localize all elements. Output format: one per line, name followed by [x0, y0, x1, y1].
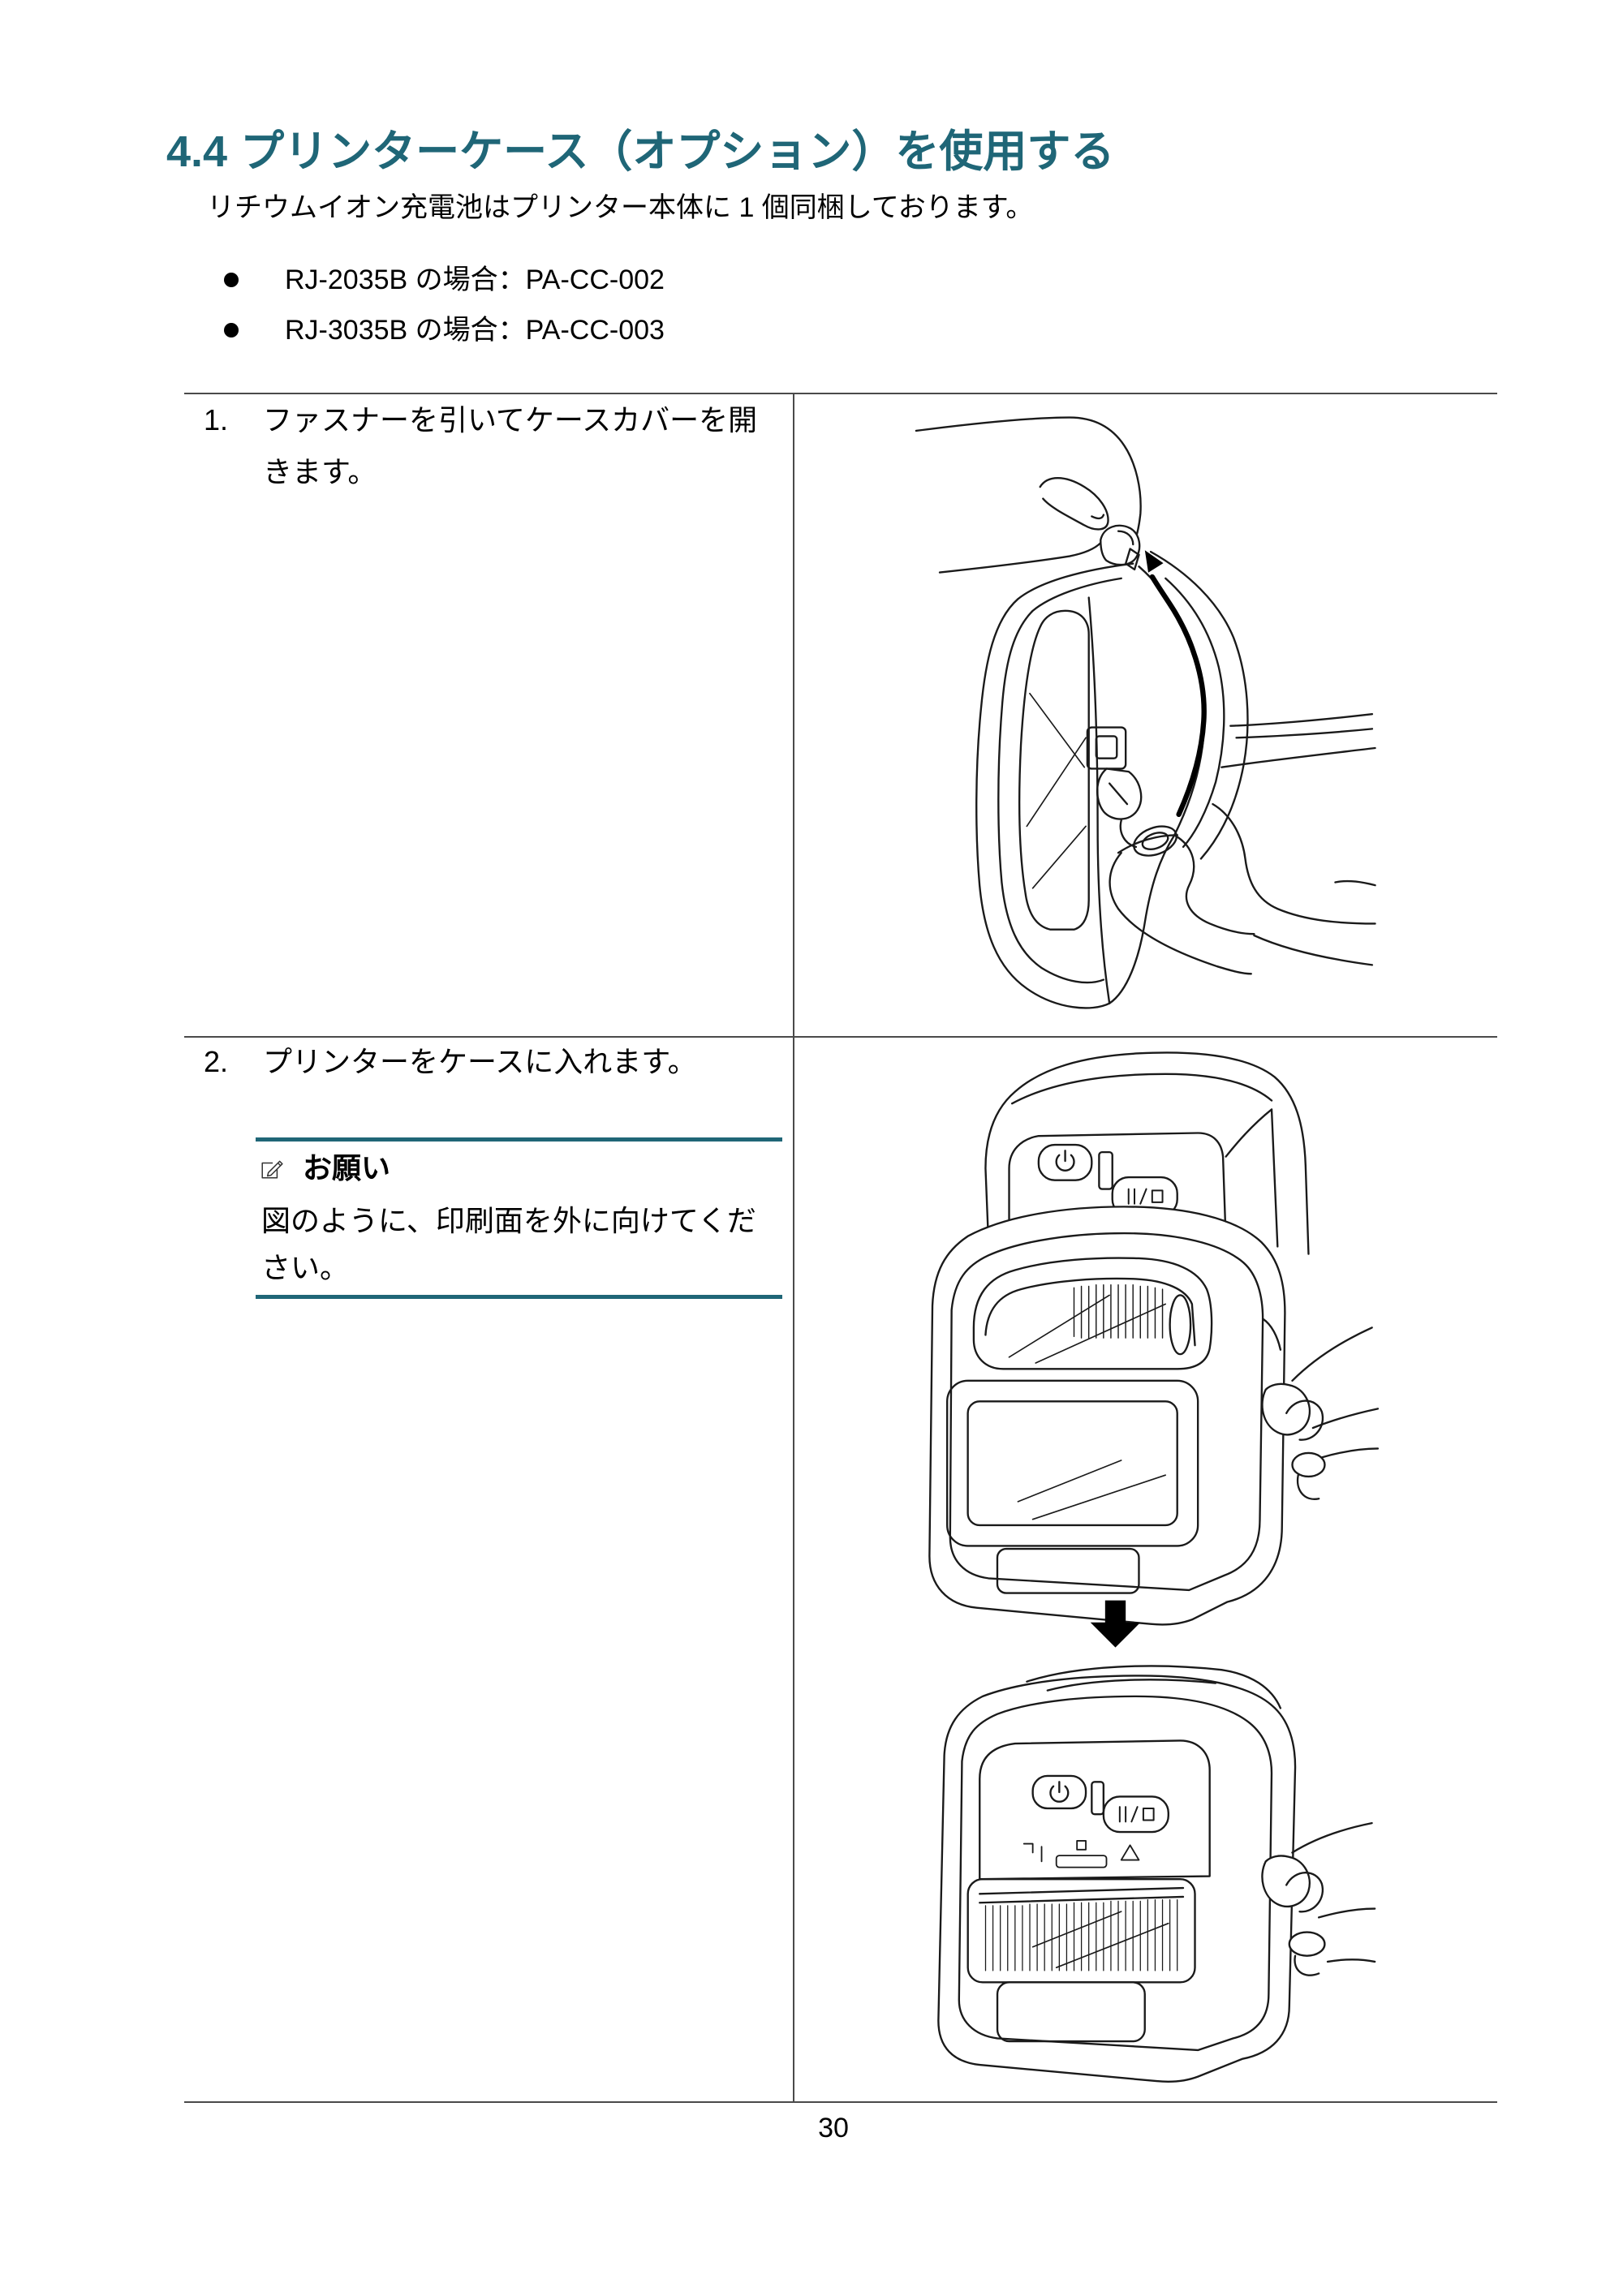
feed-button	[1102, 1795, 1169, 1834]
step-2-number: 2.	[204, 1045, 229, 1078]
strap-clip	[1086, 726, 1177, 857]
printer-body	[984, 1051, 1310, 1255]
down-arrow-icon	[1090, 1600, 1141, 1648]
shoulder-strap	[1109, 834, 1255, 975]
step-1-number: 1.	[204, 403, 229, 436]
bullet-dot	[224, 273, 239, 287]
lower-hand	[1212, 712, 1376, 966]
power-button	[1031, 1774, 1087, 1810]
strap-clip	[1261, 1326, 1380, 1500]
page-number: 30	[818, 2113, 849, 2143]
section-title: プリンターケース（オプション）を使用する	[240, 127, 1115, 176]
pencil-note-icon	[261, 1160, 283, 1179]
printer-case	[937, 1665, 1297, 2083]
zipper-pull	[1124, 548, 1140, 571]
note-bottom-rule	[256, 1295, 782, 1299]
step-1-line: ファスナーを引いてケースカバーを開	[263, 403, 758, 436]
note-line: 図のように、印刷面を外に向けてくだ	[261, 1204, 756, 1237]
power-button	[1037, 1143, 1093, 1181]
upper-hand	[915, 416, 1142, 574]
step-2-instruction: プリンターをケースに入れます。	[263, 1036, 697, 1088]
table-top-rule	[184, 393, 1497, 394]
step-1-instruction: ファスナーを引いてケースカバーを開 きます。	[263, 394, 757, 498]
note-heading: お願い	[303, 1151, 391, 1185]
step-2-line: プリンターをケースに入れます。	[263, 1045, 697, 1078]
printer-in-case-illustration	[937, 1665, 1376, 2083]
bullet-item-rj-3035b: RJ-3035B の場合：PA-CC-003	[285, 315, 665, 346]
open-case-zipper-illustration	[915, 416, 1376, 1009]
zipper-direction-arrow	[1144, 550, 1207, 818]
printer-insert-illustration	[928, 1051, 1380, 1626]
step-1-line: きます。	[263, 455, 377, 488]
printer-case	[928, 1206, 1286, 1626]
intro-text: リチウムイオン充電池はプリンター本体に 1 個同梱しております。	[207, 192, 1034, 223]
printer-case-body	[975, 550, 1249, 1009]
table-column-divider	[793, 393, 794, 2103]
note-line: さい。	[261, 1251, 350, 1284]
paper-exit	[966, 1877, 1196, 2043]
bullet-dot	[224, 323, 239, 338]
table-row-divider	[184, 1036, 1497, 1038]
printer-control-panel	[1022, 1774, 1169, 1868]
strap-clip	[1261, 1821, 1376, 1976]
bullet-item-rj-2035b: RJ-2035B の場合：PA-CC-002	[285, 264, 665, 295]
section-number: 4.4	[166, 127, 228, 176]
table-bottom-rule	[184, 2101, 1497, 2103]
note-body: 図のように、印刷面を外に向けてくだ さい。	[261, 1197, 756, 1292]
note-top-rule	[256, 1137, 782, 1142]
